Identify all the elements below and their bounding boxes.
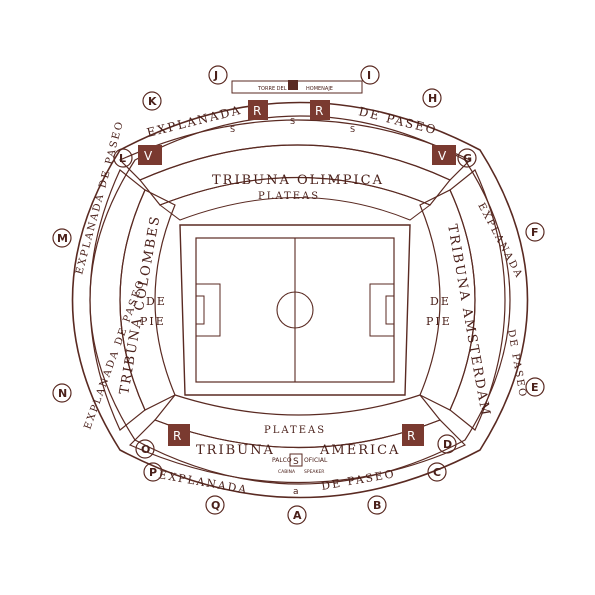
gate-k: K <box>142 91 162 111</box>
box-v-right: V <box>438 149 447 163</box>
box-r-south-right: R <box>407 429 415 443</box>
svg-text:E: E <box>531 381 539 394</box>
svg-text:J: J <box>213 69 218 82</box>
box-s-north-1: S <box>230 125 235 134</box>
press-small-right: SPEAKER <box>304 469 324 475</box>
box-s-north-3: S <box>350 125 355 134</box>
svg-text:O: O <box>141 443 150 456</box>
gate-p: P <box>143 462 163 482</box>
svg-text:C: C <box>433 466 441 479</box>
west-stand: TRIBUNA COLOMBES EXPLANADA DE PASEO EXPL… <box>74 119 176 431</box>
north-plateas: PLATEAS <box>258 191 320 202</box>
svg-text:L: L <box>119 152 126 165</box>
press-center: S <box>293 457 299 467</box>
south-walkway-a: a <box>293 487 299 497</box>
outer-ring <box>71 101 529 499</box>
south-stand: R R TRIBUNA AMERICA PLATEAS PALCO S OFIC… <box>128 394 467 497</box>
svg-text:F: F <box>531 226 539 239</box>
gate-f: F <box>525 222 545 242</box>
gate-b: B <box>367 495 387 515</box>
gate-e: E <box>525 377 545 397</box>
west-depie-bottom: PIE <box>140 315 166 328</box>
svg-text:A: A <box>293 509 302 522</box>
gate-q: Q <box>205 495 225 515</box>
svg-text:B: B <box>373 499 381 512</box>
west-depie-top: DE <box>146 295 167 308</box>
east-depie-bottom: PIE <box>426 315 452 328</box>
gate-a: A <box>287 505 307 525</box>
west-walkway-top: EXPLANADA DE PASEO <box>74 119 126 276</box>
east-stand: TRIBUNA AMSTERDAM EXPLANADA DE PASEO DE … <box>419 169 528 431</box>
box-v-left: V <box>144 149 153 163</box>
tower-of-homage: TORRE DEL HOMENAJE <box>231 80 363 94</box>
svg-text:N: N <box>58 387 67 400</box>
box-r-north-1: R <box>253 104 261 118</box>
tower-label-right: HOMENAJE <box>306 86 333 92</box>
gate-m: M <box>52 228 72 248</box>
svg-text:M: M <box>57 232 68 245</box>
svg-text:Q: Q <box>211 499 220 512</box>
south-walkway-left: EXPLANADA <box>157 468 249 497</box>
north-stand-label: TRIBUNA OLIMPICA <box>212 173 384 188</box>
svg-text:D: D <box>443 438 452 451</box>
south-stand-label-left: TRIBUNA <box>196 443 275 458</box>
box-s-north-2: S <box>290 117 295 126</box>
gate-o: O <box>135 439 155 459</box>
north-stand: TRIBUNA OLIMPICA EXPLANADA DE PASEO V V … <box>118 100 472 221</box>
tower-label-left: TORRE DEL <box>257 86 287 92</box>
press-small-left: CABINA <box>278 469 296 475</box>
gate-j: J <box>208 65 228 85</box>
south-plateas: PLATEAS <box>264 425 326 436</box>
north-walkway-right: DE PASEO <box>357 104 439 137</box>
east-depie-top: DE <box>430 295 451 308</box>
box-r-north-2: R <box>315 104 323 118</box>
press-left: PALCO <box>272 457 292 464</box>
gates: J I K H L G M F N E O D P C Q B A <box>52 65 545 525</box>
box-r-south-left: R <box>173 429 181 443</box>
south-walkway-right: DE PASEO <box>320 467 396 493</box>
svg-text:G: G <box>463 152 472 165</box>
press-right: OFICIAL <box>304 457 328 464</box>
svg-text:P: P <box>149 466 157 479</box>
gate-i: I <box>360 65 380 85</box>
gate-c: C <box>427 462 447 482</box>
south-stand-label-right: AMERICA <box>319 443 400 458</box>
gate-n: N <box>52 383 72 403</box>
east-walkway-top: EXPLANADA <box>475 201 524 281</box>
svg-text:K: K <box>148 95 157 108</box>
gate-d: D <box>437 434 457 454</box>
svg-text:I: I <box>367 69 371 82</box>
gate-h: H <box>422 88 442 108</box>
svg-text:H: H <box>428 92 437 105</box>
gate-g: G <box>457 148 477 168</box>
gate-l: L <box>113 148 133 168</box>
field <box>179 224 411 396</box>
